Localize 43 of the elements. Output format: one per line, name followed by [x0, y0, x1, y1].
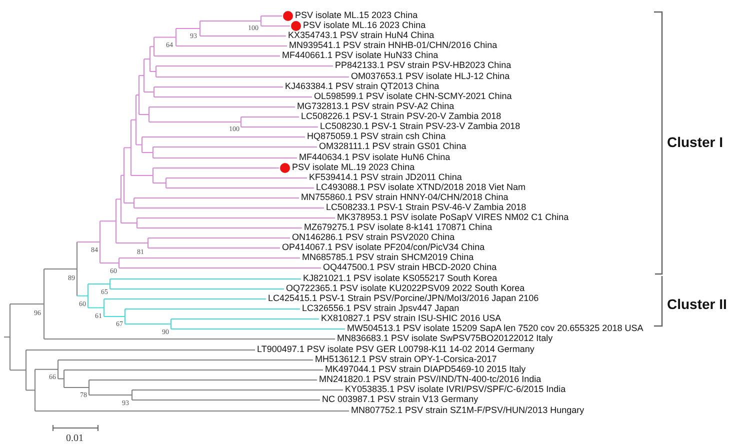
taxon-label: LC326556.1 PSV strain Jpsv447 Japan [302, 303, 460, 314]
taxon-label: OQ447500.1 PSV strain HBCD-2020 China [323, 262, 497, 273]
taxon-label: LT900497.1 PSV isolate PSV GER L00798-K11 14-02 2014 Germany [257, 344, 534, 355]
taxon-label: LC493088.1 PSV isolate XTND/2018 2018 Viet Nam [316, 182, 526, 193]
taxon-label: KY053835.1 PSV isolate IVRI/PSV/SPF/C-6/2015 India [345, 384, 566, 395]
taxon-label: PP842133.1 PSV strain PSV-HB2023 China [335, 60, 512, 71]
taxon-label: ON146286.1 PSV strain PSV2020 China [292, 232, 455, 243]
taxon-label: MG732813.1 PSV strain PSV-A2 China [297, 101, 454, 112]
taxon-label: KJ463384.1 PSV strain QT2013 China [285, 81, 440, 92]
taxon-label: NC 003987.1 PSV strain V13 Germany [322, 394, 478, 405]
taxon-label: PSV isolate ML.15 2023 China [295, 10, 418, 21]
taxon-label: KX354743.1 PSV strain HuN4 China [288, 30, 434, 41]
taxon-label: MF440634.1 PSV isolate HuN6 China [299, 152, 450, 163]
taxon-label: OM328111.1 PSV strain GS01 China [319, 141, 466, 152]
taxon-label: MH513612.1 PSV strain OPY-1-Corsica-2017 [315, 354, 497, 365]
taxon-label: OL598599.1 PSV isolate CHN-SCMY-2021 China [314, 91, 512, 102]
taxon-label: MN836683.1 PSV isolate SwPSV75BO20122012 Italy [337, 333, 553, 344]
taxon-label: PSV isolate ML.16 2023 China [303, 20, 426, 31]
scale-label: 0.01 [66, 433, 84, 445]
taxon-label: MN939541.1 PSV strain HNHB-01/CHN/2016 China [289, 40, 498, 51]
taxon-label: MK497044.1 PSV strain DIAPD5469-10 2015 Italy [325, 364, 526, 375]
taxon-label: MF440661.1 PSV isolate HuN33 China [282, 50, 438, 61]
cluster-label: Cluster I [667, 134, 724, 150]
taxon-label: LC425415.1 PSV-1 Strain PSV/Porcine/JPN/MoI3/2016 Japan 2106 [268, 293, 539, 304]
taxon-label: KF539414.1 PSV strain JD2011 China [309, 172, 462, 183]
taxon-label: PSV isolate ML.19 2023 China [292, 162, 415, 173]
taxon-label: KJ821021.1 PSV isolate KS055217 South Korea [303, 273, 498, 284]
taxon-label: KX810827.1 PSV strain ISU-SHIC 2016 USA [321, 313, 502, 324]
taxon-label: MK378953.1 PSV isolate PoSapV VIRES NM02 C1 China [337, 212, 569, 223]
taxon-label: OP414067.1 PSV isolate PF204/con/PicV34 China [282, 242, 485, 253]
taxon-label: LC508233.1 PSV-1 Strain PSV-46-V Zambia 2018 [326, 202, 526, 213]
taxon-label: HQ875059.1 PSV strain csh China [307, 131, 446, 142]
taxon-label: LC508230.1 PSV-1 Strain PSV-23-V Zambia 2018 [320, 121, 520, 132]
taxon-label: MW504513.1 PSV isolate 15209 SapA len 7520 cov 20.655325 2018 USA [347, 323, 644, 334]
taxon-label: MN755860.1 PSV strain HNNY-04/CHN/2018 China [301, 192, 508, 203]
taxon-label: OQ722365.1 PSV isolate KU2022PSV09 2022 South Korea [286, 283, 525, 294]
taxon-label: MN807752.1 PSV strain SZ1M-F/PSV/HUN/2013 Hungary [351, 405, 584, 416]
taxon-label: LC508226.1 PSV-1 Strain PSV-20-V Zambia 2018 [301, 111, 502, 122]
taxon-label: OM037653.1 PSV isolate HLJ-12 China [351, 71, 510, 82]
taxon-label: MN241820.1 PSV strain PSV/IND/TN-400-tc/2016 India [319, 374, 542, 385]
cluster-label: Cluster II [667, 296, 727, 312]
taxon-label: MN685785.1 PSV strain SHCM2019 China [302, 252, 474, 263]
taxon-label: MZ679275.1 PSV isolate 8-k141 170871 China [304, 222, 492, 233]
